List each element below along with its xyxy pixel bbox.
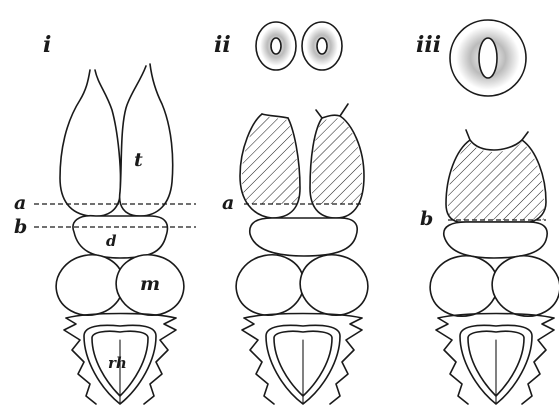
panel-i-diencephalon [73, 216, 167, 258]
panel-ii-diencephalon [250, 218, 357, 256]
panel-iii: iii b [416, 20, 559, 404]
panel-iii-diencephalon [444, 222, 547, 258]
panel-i-left-lobe [60, 70, 121, 216]
panel-iii-numeral: iii [416, 32, 441, 58]
panel-ii-midbrain-left [231, 249, 310, 322]
panel-ii-right-lobe-hatch [312, 118, 362, 204]
panel-i-label-d: d [106, 232, 117, 250]
panel-ii-label-a: a [222, 192, 234, 214]
panel-i-numeral: i [43, 32, 51, 58]
panel-ii-midbrain-right [295, 249, 374, 322]
panel-ii-section-left-lumen [271, 38, 281, 54]
panel-i-label-m: m [140, 273, 160, 295]
panel-i: i a b t d m rh [14, 32, 196, 404]
panel-ii: ii a [214, 22, 373, 404]
panel-iii-label-b: b [420, 208, 433, 230]
panel-ii-numeral: ii [214, 32, 231, 58]
panel-i-label-a: a [14, 192, 26, 214]
panel-iii-fused-lobe-hatch [448, 142, 544, 220]
panel-i-label-t: t [134, 149, 143, 171]
panel-ii-section-right-lumen [317, 38, 327, 54]
panel-i-label-b: b [14, 216, 27, 238]
panel-ii-lobe-stalks [316, 104, 348, 118]
panel-iii-section-lumen [479, 38, 497, 78]
panel-iii-lobe-stalks [466, 130, 528, 140]
panel-i-label-rh: rh [108, 354, 127, 372]
panel-iii-midbrain-right [487, 250, 559, 323]
panel-i-right-lobe [120, 64, 173, 216]
